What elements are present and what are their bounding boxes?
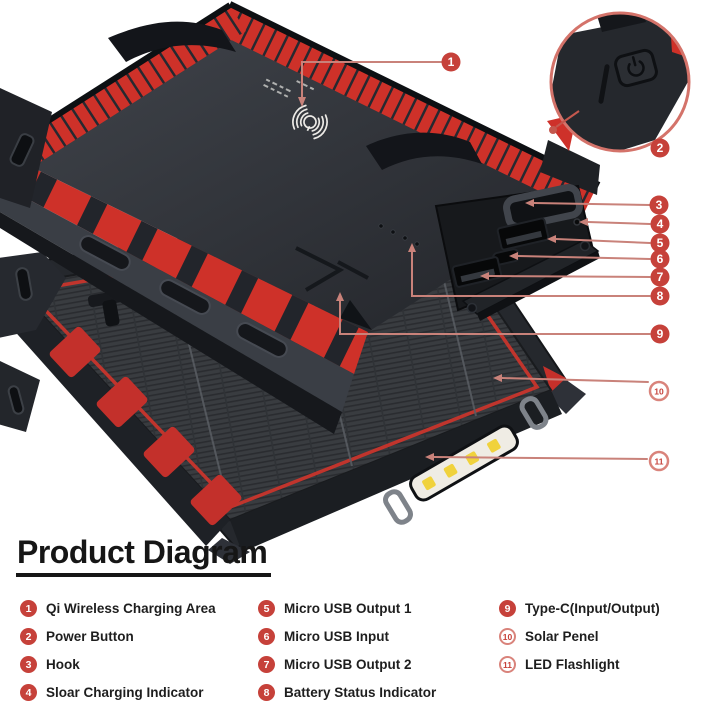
- callout-2: 2: [650, 138, 670, 158]
- svg-text:10: 10: [654, 387, 664, 397]
- callout-1: 1: [441, 52, 461, 72]
- legend-label-8: Battery Status Indicator: [284, 685, 437, 700]
- callout-11: 11: [648, 450, 670, 472]
- inset-pointer-dot: [549, 126, 557, 134]
- svg-text:2: 2: [657, 141, 664, 155]
- callout-8: 8: [650, 286, 670, 306]
- callout-4: 4: [650, 214, 670, 234]
- legend-label-1: Qi Wireless Charging Area: [46, 601, 216, 616]
- hook: [503, 183, 583, 231]
- callout-10: 10: [648, 380, 670, 402]
- legend-item-power-button: 2 Power Button: [20, 628, 216, 645]
- legend-badge-11: 11: [499, 656, 516, 673]
- legend-label-7: Micro USB Output 2: [284, 657, 412, 672]
- legend-badge-5: 5: [258, 600, 275, 617]
- svg-text:9: 9: [657, 327, 664, 341]
- callout-5: 5: [650, 233, 670, 253]
- legend-badge-6: 6: [258, 628, 275, 645]
- legend-column-3: 9 Type-C(Input/Output) 10 Solar Penel 11…: [499, 600, 660, 684]
- micro-usb-output-1: [496, 217, 550, 251]
- svg-text:3: 3: [656, 198, 663, 212]
- legend-badge-10: 10: [499, 628, 516, 645]
- legend-item-battery-status: 8 Battery Status Indicator: [258, 684, 436, 701]
- svg-text:6: 6: [657, 252, 664, 266]
- legend-column-2: 5 Micro USB Output 1 6 Micro USB Input 7…: [258, 600, 436, 712]
- legend-badge-8: 8: [258, 684, 275, 701]
- micro-usb-output-2: [451, 256, 503, 288]
- led-flashlight: [383, 396, 549, 525]
- legend-badge-9: 9: [499, 600, 516, 617]
- svg-text:1: 1: [448, 55, 455, 69]
- legend-item-hook: 3 Hook: [20, 656, 216, 673]
- legend-item-usb-output-2: 7 Micro USB Output 2: [258, 656, 436, 673]
- svg-text:5: 5: [657, 236, 664, 250]
- svg-text:4: 4: [657, 217, 664, 231]
- certification-marks: [263, 78, 315, 98]
- legend-item-type-c: 9 Type-C(Input/Output): [499, 600, 660, 617]
- legend-label-3: Hook: [46, 657, 80, 672]
- legend-badge-3: 3: [20, 656, 37, 673]
- battery-status-leds: [378, 223, 420, 247]
- callout-7: 7: [650, 267, 670, 287]
- legend-label-5: Micro USB Output 1: [284, 601, 412, 616]
- power-button: [614, 48, 658, 88]
- legend-label-9: Type-C(Input/Output): [525, 601, 660, 616]
- legend-item-led-flashlight: 11 LED Flashlight: [499, 656, 660, 673]
- legend-item-solar-panel: 10 Solar Penel: [499, 628, 660, 645]
- legend-label-2: Power Button: [46, 629, 134, 644]
- legend-label-6: Micro USB Input: [284, 629, 389, 644]
- callout-markers: 1 2 3 4 5 6 7 8: [441, 52, 670, 472]
- svg-text:8: 8: [657, 289, 664, 303]
- legend-label-10: Solar Penel: [525, 629, 599, 644]
- inset-ring: [549, 11, 691, 153]
- callout-6: 6: [650, 249, 670, 269]
- leader-lines: [298, 61, 651, 461]
- power-icon: [627, 60, 645, 77]
- callout-9: 9: [650, 324, 670, 344]
- legend-label-4: Sloar Charging Indicator: [46, 685, 204, 700]
- callout-3: 3: [649, 195, 669, 215]
- legend-badge-4: 4: [20, 684, 37, 701]
- legend-badge-2: 2: [20, 628, 37, 645]
- qi-wireless-logo: [263, 78, 328, 140]
- legend-item-solar-indicator: 4 Sloar Charging Indicator: [20, 684, 216, 701]
- svg-text:11: 11: [655, 457, 664, 467]
- legend-item-usb-output-1: 5 Micro USB Output 1: [258, 600, 436, 617]
- legend-badge-7: 7: [258, 656, 275, 673]
- svg-text:7: 7: [657, 270, 664, 284]
- page-title: Product Diagram: [16, 534, 272, 577]
- legend-badge-1: 1: [20, 600, 37, 617]
- legend-item-usb-input: 6 Micro USB Input: [258, 628, 436, 645]
- side-red-blocks: [49, 326, 242, 526]
- legend-column-1: 1 Qi Wireless Charging Area 2 Power Butt…: [20, 600, 216, 712]
- legend-label-11: LED Flashlight: [525, 657, 620, 672]
- legend-item-qi-wireless: 1 Qi Wireless Charging Area: [20, 600, 216, 617]
